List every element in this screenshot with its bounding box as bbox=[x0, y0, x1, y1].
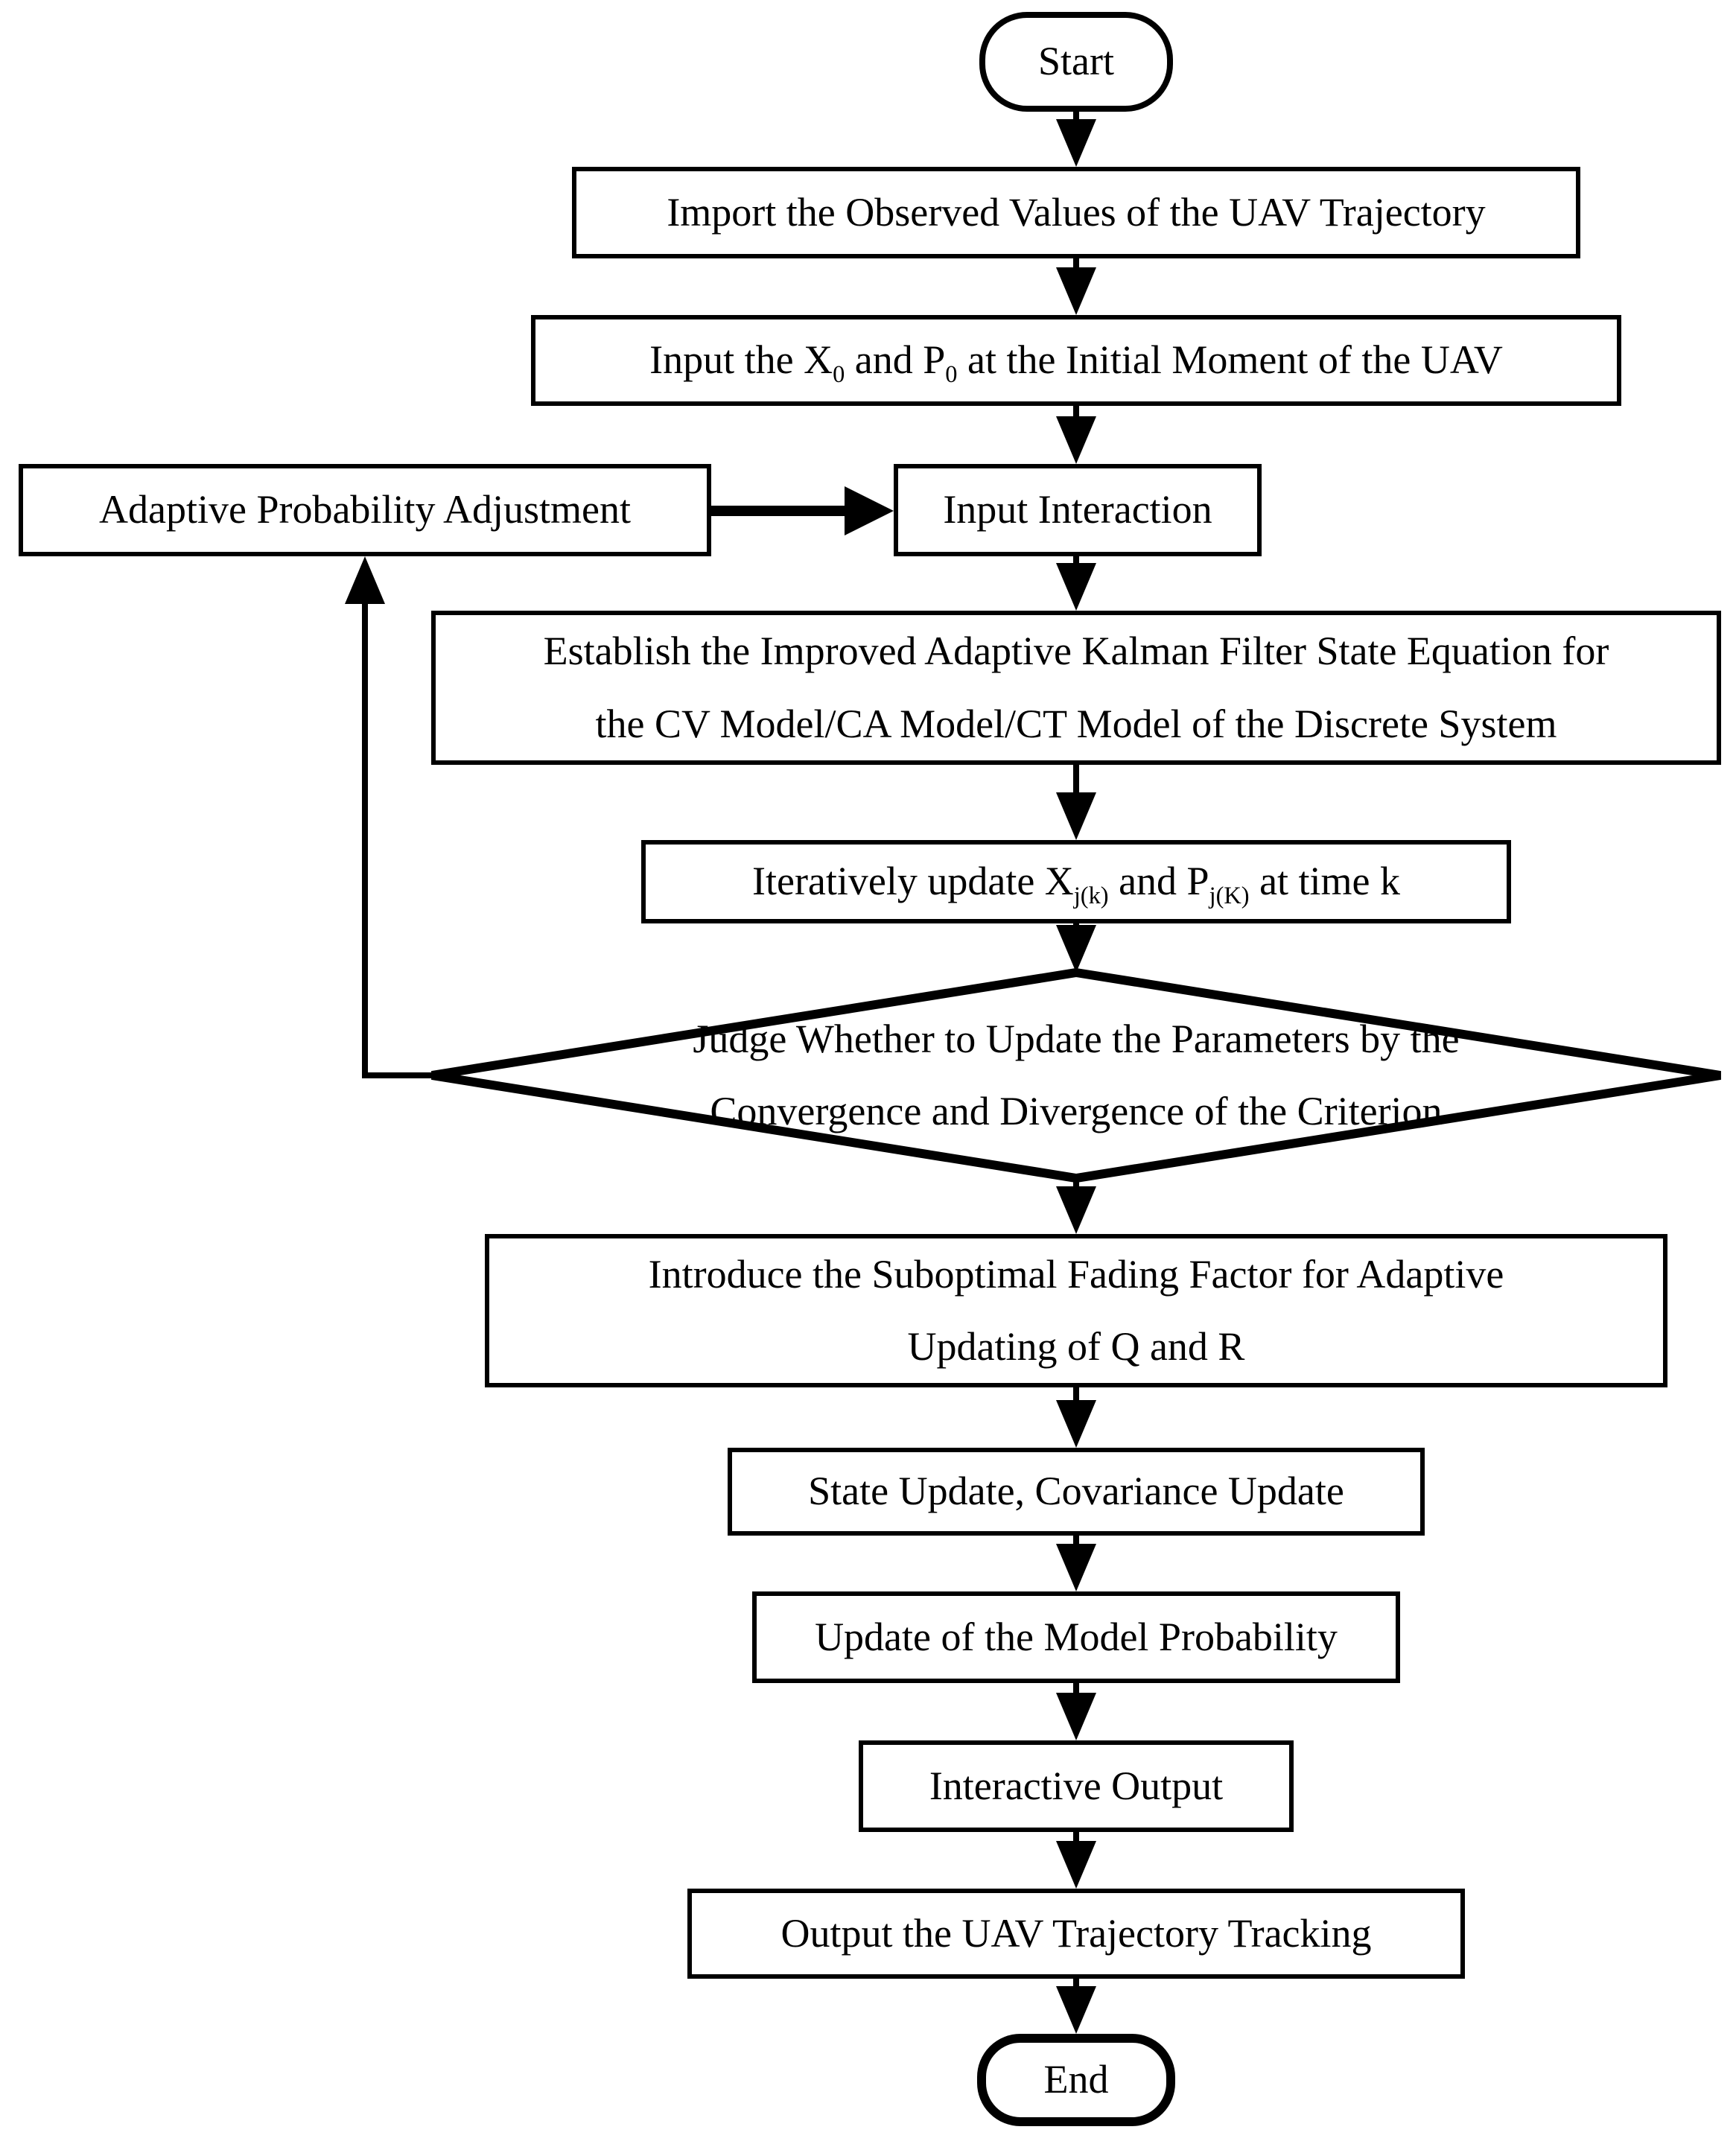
arrow-establish-to-iterative bbox=[1056, 765, 1096, 840]
label-subscript: 0 bbox=[945, 361, 958, 389]
node-judge-decision: Judge Whether to Update the Parameters b… bbox=[592, 1003, 1560, 1148]
node-establish-label: Establish the Improved Adaptive Kalman F… bbox=[543, 629, 1609, 746]
node-input-initial-state-label: Input the X0 and P0 at the Initial Momen… bbox=[649, 335, 1503, 389]
node-state-covariance-update: State Update, Covariance Update bbox=[728, 1448, 1425, 1536]
node-model-prob-label: Update of the Model Probability bbox=[815, 1614, 1338, 1659]
node-output-label: Output the UAV Trajectory Tracking bbox=[780, 1910, 1372, 1956]
node-import-label: Import the Observed Values of the UAV Tr… bbox=[667, 189, 1486, 235]
node-model-probability-update: Update of the Model Probability bbox=[752, 1591, 1400, 1683]
arrow-output-to-end bbox=[1056, 1979, 1096, 2034]
node-start-label: Start bbox=[1038, 39, 1114, 84]
arrow-introduce-to-state-update bbox=[1056, 1387, 1096, 1448]
label-subscript: j(K) bbox=[1209, 882, 1250, 910]
node-establish-state-equation: Establish the Improved Adaptive Kalman F… bbox=[431, 611, 1721, 765]
node-judge-label: Judge Whether to Update the Parameters b… bbox=[693, 1016, 1460, 1133]
arrow-input-interaction-to-establish bbox=[1056, 556, 1096, 611]
arrow-state-update-to-model-prob bbox=[1056, 1536, 1096, 1591]
node-end: End bbox=[977, 2034, 1175, 2126]
arrow-iterative-to-judge bbox=[1056, 923, 1096, 973]
arrow-feedback-judge-to-adaptive bbox=[345, 556, 432, 1078]
arrow-import-to-input-init bbox=[1056, 258, 1096, 315]
node-adaptive-probability-adjustment: Adaptive Probability Adjustment bbox=[19, 464, 711, 556]
node-iteratively-update-label: Iteratively update Xj(k) and Pj(K) at ti… bbox=[751, 856, 1401, 910]
arrow-adaptive-to-input-interaction bbox=[711, 486, 894, 535]
arrow-judge-to-introduce bbox=[1056, 1178, 1096, 1234]
node-import-observed-values: Import the Observed Values of the UAV Tr… bbox=[572, 167, 1580, 258]
label-part: at the Initial Moment of the UAV bbox=[957, 337, 1503, 383]
node-input-interaction: Input Interaction bbox=[894, 464, 1262, 556]
node-output-trajectory-tracking: Output the UAV Trajectory Tracking bbox=[687, 1889, 1465, 1979]
node-input-initial-state: Input the X0 and P0 at the Initial Momen… bbox=[531, 315, 1621, 406]
node-introduce-label: Introduce the Suboptimal Fading Factor f… bbox=[648, 1251, 1504, 1369]
node-iteratively-update: Iteratively update Xj(k) and Pj(K) at ti… bbox=[641, 840, 1511, 923]
node-end-label: End bbox=[1043, 2057, 1109, 2102]
node-interactive-output-label: Interactive Output bbox=[929, 1763, 1224, 1808]
label-part: Input the X bbox=[649, 337, 833, 383]
arrow-start-to-import bbox=[1056, 112, 1096, 167]
label-subscript: 0 bbox=[833, 361, 845, 389]
label-part: and P bbox=[1108, 859, 1209, 904]
node-interactive-output: Interactive Output bbox=[859, 1740, 1294, 1832]
node-state-update-label: State Update, Covariance Update bbox=[808, 1469, 1344, 1514]
node-introduce-fading-factor: Introduce the Suboptimal Fading Factor f… bbox=[485, 1234, 1667, 1387]
arrow-model-prob-to-interactive-output bbox=[1056, 1683, 1096, 1740]
node-start: Start bbox=[979, 12, 1173, 112]
label-part: and P bbox=[845, 337, 946, 383]
label-part: at time k bbox=[1249, 859, 1401, 904]
node-input-interaction-label: Input Interaction bbox=[943, 487, 1212, 532]
label-subscript: j(k) bbox=[1073, 882, 1109, 910]
arrow-input-init-to-input-interaction bbox=[1056, 406, 1096, 464]
label-part: Iteratively update X bbox=[751, 859, 1074, 904]
arrow-interactive-output-to-output bbox=[1056, 1832, 1096, 1889]
node-adaptive-label: Adaptive Probability Adjustment bbox=[99, 487, 631, 532]
